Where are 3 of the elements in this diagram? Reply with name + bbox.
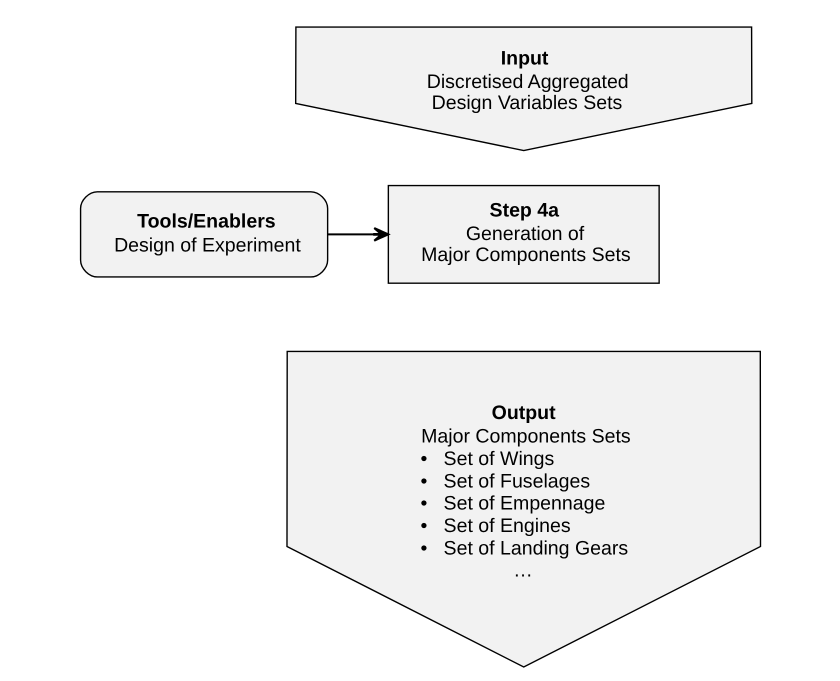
arrow (327, 227, 389, 242)
node-box: Step 4a Generation of Major Components Sets (387, 184, 660, 284)
node-box: Tools/Enablers Design of Experiment (79, 191, 328, 278)
